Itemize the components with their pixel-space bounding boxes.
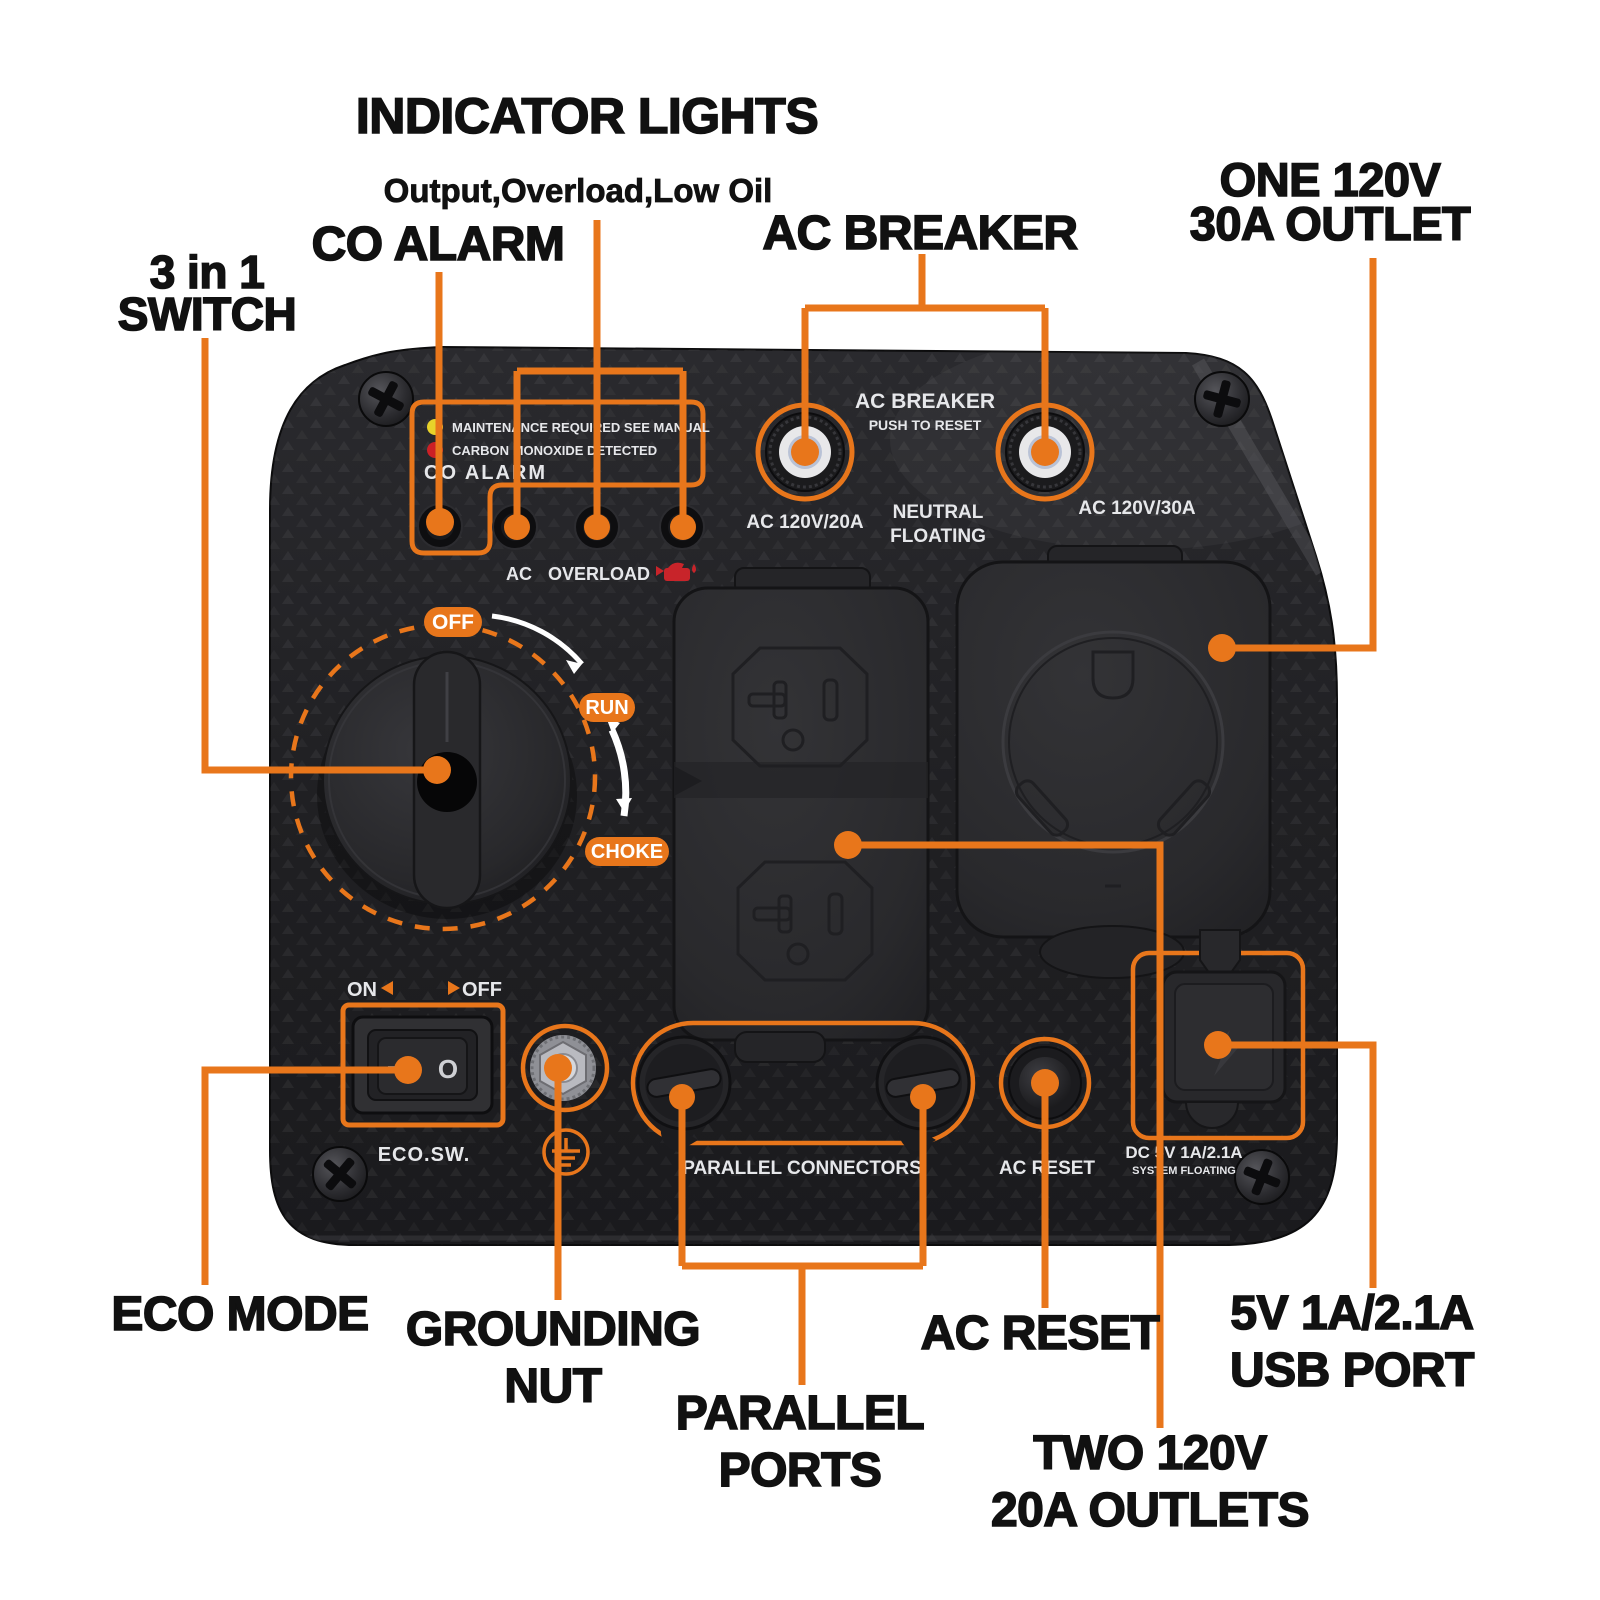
indicator-lights-subtitle: Output,Overload,Low Oil bbox=[384, 172, 773, 209]
indicator-lights-title: INDICATOR LIGHTS bbox=[356, 88, 818, 144]
rating-30a: AC 120V/30A bbox=[1078, 498, 1196, 519]
usb-hinge bbox=[1199, 929, 1241, 975]
parallel-lines bbox=[669, 1084, 936, 1385]
parallel-panel-label: PARALLEL CONNECTORS bbox=[682, 1158, 922, 1179]
tt30-outlet-cover[interactable] bbox=[955, 545, 1272, 979]
eco-mode-line bbox=[201, 1066, 408, 1285]
indicator-lines bbox=[504, 220, 696, 540]
panel-body: MAINTENANCE REQUIRED SEE MANUAL CARBON M… bbox=[269, 345, 1338, 1246]
eco-sw-label: ECO.SW. bbox=[378, 1144, 471, 1166]
three-in-one-line bbox=[201, 338, 437, 774]
grounding-label-2: NUT bbox=[504, 1360, 601, 1413]
rating-20a: AC 120V/20A bbox=[746, 512, 864, 533]
parallel-label-2: PORTS bbox=[719, 1444, 882, 1497]
duplex-outlet-cover[interactable] bbox=[672, 567, 930, 1063]
two-outlets-label-2: 20A OUTLETS bbox=[991, 1484, 1309, 1537]
neutral-line2: FLOATING bbox=[890, 526, 986, 547]
dial-position-run: RUN bbox=[579, 693, 635, 722]
ac-led-label: AC bbox=[506, 564, 532, 584]
run-pill-text: RUN bbox=[585, 697, 628, 719]
parallel-label-1: PARALLEL bbox=[676, 1387, 924, 1440]
overload-led-label: OVERLOAD bbox=[548, 564, 650, 584]
eco-mode-label: ECO MODE bbox=[111, 1288, 368, 1341]
one-outlet-label-2: 30A OUTLET bbox=[1190, 197, 1471, 250]
two-outlets-line bbox=[848, 841, 1164, 1428]
callout-lines bbox=[201, 220, 1377, 1428]
maintenance-text: MAINTENANCE REQUIRED SEE MANUAL bbox=[452, 420, 710, 435]
co-alarm-outline bbox=[409, 399, 706, 556]
choke-pill-text: CHOKE bbox=[591, 841, 663, 863]
co-alarm-label: CO ALARM bbox=[312, 218, 565, 271]
three-in-one-label-1: 3 in 1 bbox=[150, 246, 265, 298]
neutral-line1: NEUTRAL bbox=[893, 502, 984, 523]
dial-position-choke: CHOKE bbox=[585, 837, 669, 866]
dial-section: OFF RUN CHOKE bbox=[288, 607, 669, 932]
one-outlet-label-1: ONE 120V bbox=[1220, 153, 1442, 206]
oil-icon bbox=[656, 562, 696, 581]
eco-switch-section: ON OFF O ECO.SW. bbox=[340, 979, 506, 1166]
parallel-outline bbox=[630, 1020, 976, 1146]
grounding-label-1: GROUNDING bbox=[406, 1303, 700, 1356]
ac-breaker-lines bbox=[791, 254, 1059, 466]
one-outlet-line bbox=[1222, 258, 1377, 652]
breaker-panel-title: AC BREAKER bbox=[855, 390, 995, 413]
dc-rating-label: DC 5V 1A/2.1A bbox=[1125, 1143, 1242, 1162]
eco-rocker-o: O bbox=[438, 1054, 458, 1084]
two-outlets-label-1: TWO 120V bbox=[1033, 1427, 1267, 1480]
usb-label-2: USB PORT bbox=[1230, 1344, 1474, 1397]
outlet-emboss-top bbox=[731, 646, 869, 768]
usb-label-1: 5V 1A/2.1A bbox=[1230, 1287, 1473, 1340]
eco-off-label: OFF bbox=[462, 979, 502, 1001]
callout-labels: INDICATOR LIGHTS Output,Overload,Low Oil… bbox=[111, 87, 1476, 1538]
carbon-text: CARBON MONOXIDE DETECTED bbox=[452, 443, 657, 458]
eco-on-label: ON bbox=[347, 979, 377, 1001]
usb-line bbox=[1218, 1041, 1377, 1288]
eco-outline bbox=[340, 1002, 506, 1128]
three-in-one-label-2: SWITCH bbox=[118, 288, 296, 340]
off-arrow-icon bbox=[448, 981, 460, 995]
system-floating-label: SYSTEM FLOATING bbox=[1132, 1165, 1236, 1177]
off-pill-text: OFF bbox=[432, 611, 474, 634]
ac-breaker-label: AC BREAKER bbox=[762, 207, 1077, 260]
on-arrow-icon bbox=[381, 981, 393, 995]
dial-dashed-ring bbox=[288, 622, 598, 932]
corner-screws bbox=[312, 371, 1290, 1205]
off-run-arrow bbox=[491, 613, 584, 666]
breaker-panel-subtitle: PUSH TO RESET bbox=[869, 417, 982, 433]
outlet-emboss-bottom bbox=[736, 860, 874, 982]
dial-position-off: OFF bbox=[424, 607, 482, 637]
ac-reset-label: AC RESET bbox=[921, 1307, 1160, 1360]
